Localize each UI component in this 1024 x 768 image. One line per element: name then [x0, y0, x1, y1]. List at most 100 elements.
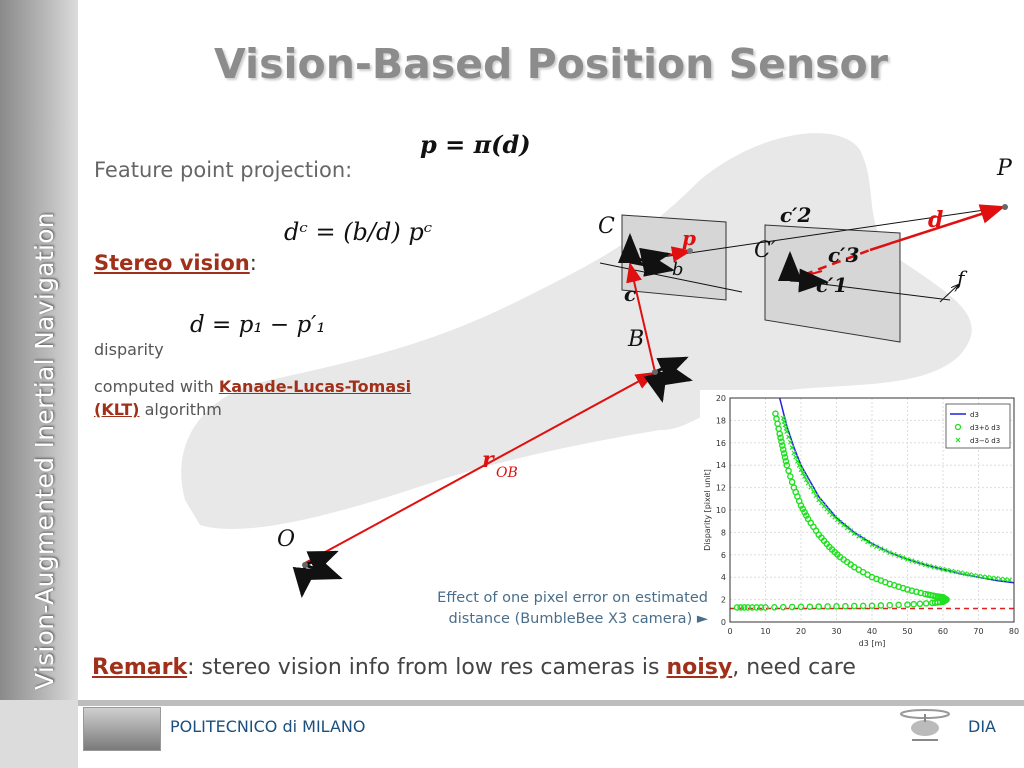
- series-point-minus: [805, 480, 811, 486]
- series-point-plus: [771, 603, 778, 611]
- series-point-minus: [891, 551, 897, 557]
- series-point-minus: [887, 550, 893, 555]
- series-point-plus: [877, 602, 885, 609]
- label-c2: c′2: [780, 203, 811, 227]
- series-point-minus: [882, 548, 888, 554]
- disparity-label: disparity: [94, 340, 164, 359]
- series-point-plus: [801, 508, 808, 516]
- x-tick-label: 70: [973, 627, 983, 636]
- label-r: r: [482, 447, 495, 473]
- series-point-minus: [865, 539, 870, 545]
- series-point-plus: [762, 604, 769, 611]
- y-tick-label: 14: [716, 461, 726, 470]
- series-point-minus: [798, 467, 804, 473]
- series-point-minus: [989, 575, 995, 581]
- label-r-sub: OB: [496, 465, 518, 481]
- footer-university: POLITECNICO di MILANO: [170, 717, 366, 736]
- vector-c: [626, 262, 656, 373]
- y-tick-label: 6: [721, 551, 726, 560]
- legend-swatch: [955, 437, 961, 443]
- series-point-plus: [733, 604, 741, 611]
- series-point-minus: [782, 422, 788, 428]
- legend-label: d3−δ d3: [970, 437, 1000, 445]
- y-axis-label: Disparity [pixel unit]: [703, 469, 712, 551]
- klt-text: computed with Kanade-Lucas-Tomasi (KLT) …: [94, 375, 411, 421]
- series-point-plus: [824, 603, 831, 610]
- footer-department: DIA: [968, 717, 996, 736]
- label-f: f: [955, 266, 968, 290]
- y-tick-label: 0: [721, 618, 726, 627]
- series-point-minus: [945, 567, 950, 573]
- series-point-plus: [929, 599, 936, 607]
- series-point-minus: [980, 574, 986, 580]
- series-point-plus: [785, 467, 792, 475]
- series-point-plus: [748, 604, 756, 611]
- series-point-minus: [791, 450, 797, 456]
- footer-corner: [0, 700, 78, 768]
- series-point-plus: [797, 502, 805, 509]
- label-B: B: [627, 327, 644, 352]
- series-point-plus: [779, 446, 787, 453]
- series-point-plus: [740, 604, 748, 611]
- x-tick-label: 80: [1009, 627, 1019, 636]
- label-P: P: [996, 156, 1013, 181]
- series-point-plus: [783, 461, 791, 469]
- series-point-minus: [803, 477, 809, 483]
- series-point-minus: [896, 553, 902, 559]
- stereo-equation: dᶜ = (b/d) pᶜ: [284, 218, 433, 246]
- series-point-plus: [777, 434, 784, 442]
- x-tick-label: 10: [760, 627, 770, 636]
- series-point-minus: [787, 439, 793, 445]
- x-tick-label: 60: [938, 627, 948, 636]
- series-point-minus: [796, 463, 802, 468]
- remark-label: Remark: [92, 655, 188, 680]
- series-point-minus: [971, 572, 977, 578]
- remark-line: Remark: stereo vision info from low res …: [92, 655, 856, 680]
- series-point-minus: [922, 562, 928, 568]
- series-point-plus: [744, 604, 752, 611]
- series-point-plus: [782, 457, 790, 465]
- stereo-colon: :: [249, 251, 257, 275]
- x-tick-label: 30: [831, 627, 841, 636]
- series-point-minus: [940, 566, 946, 572]
- series-point-minus: [905, 556, 910, 562]
- series-point-minus: [878, 546, 884, 552]
- series-point-minus: [1002, 577, 1008, 582]
- klt-name: Kanade-Lucas-Tomasi: [218, 377, 412, 396]
- series-point-minus: [1007, 577, 1012, 583]
- label-c: c: [624, 282, 636, 306]
- y-tick-label: 2: [721, 596, 726, 605]
- series-point-plus: [886, 601, 894, 609]
- series-point-minus: [918, 561, 924, 566]
- series-point-plus: [922, 600, 930, 607]
- series-point-minus: [860, 536, 866, 542]
- series-point-minus: [936, 565, 941, 571]
- series-point-plus: [803, 512, 810, 519]
- series-point-minus: [808, 484, 814, 490]
- series-point-minus: [984, 574, 990, 580]
- series-point-minus: [931, 564, 937, 570]
- y-tick-label: 4: [721, 573, 726, 582]
- stereo-vision-line: Stereo vision:: [94, 251, 257, 275]
- series-point-plus: [833, 603, 840, 610]
- series-point-plus: [779, 603, 787, 611]
- y-tick-label: 12: [716, 484, 726, 493]
- caption-line-1: Effect of one pixel error on estimated: [437, 590, 708, 606]
- series-point-plus: [850, 602, 858, 610]
- series-point-plus: [895, 601, 902, 609]
- remark-noisy: noisy: [666, 655, 733, 680]
- y-tick-label: 10: [716, 506, 726, 515]
- series-point-minus: [869, 542, 875, 548]
- series-point-plus: [910, 600, 918, 608]
- x-tick-label: 40: [867, 627, 877, 636]
- series-point-plus: [787, 473, 794, 480]
- legend-label: d3: [970, 411, 979, 419]
- disparity-equation: d = p₁ − p′₁: [190, 312, 326, 338]
- series-point-plus: [904, 601, 911, 608]
- projection-equation: p = π(d): [420, 130, 531, 159]
- series-point-minus: [874, 544, 879, 550]
- series-point-plus: [757, 604, 765, 611]
- algorithm-word: algorithm: [139, 400, 222, 419]
- series-point-minus: [786, 434, 791, 440]
